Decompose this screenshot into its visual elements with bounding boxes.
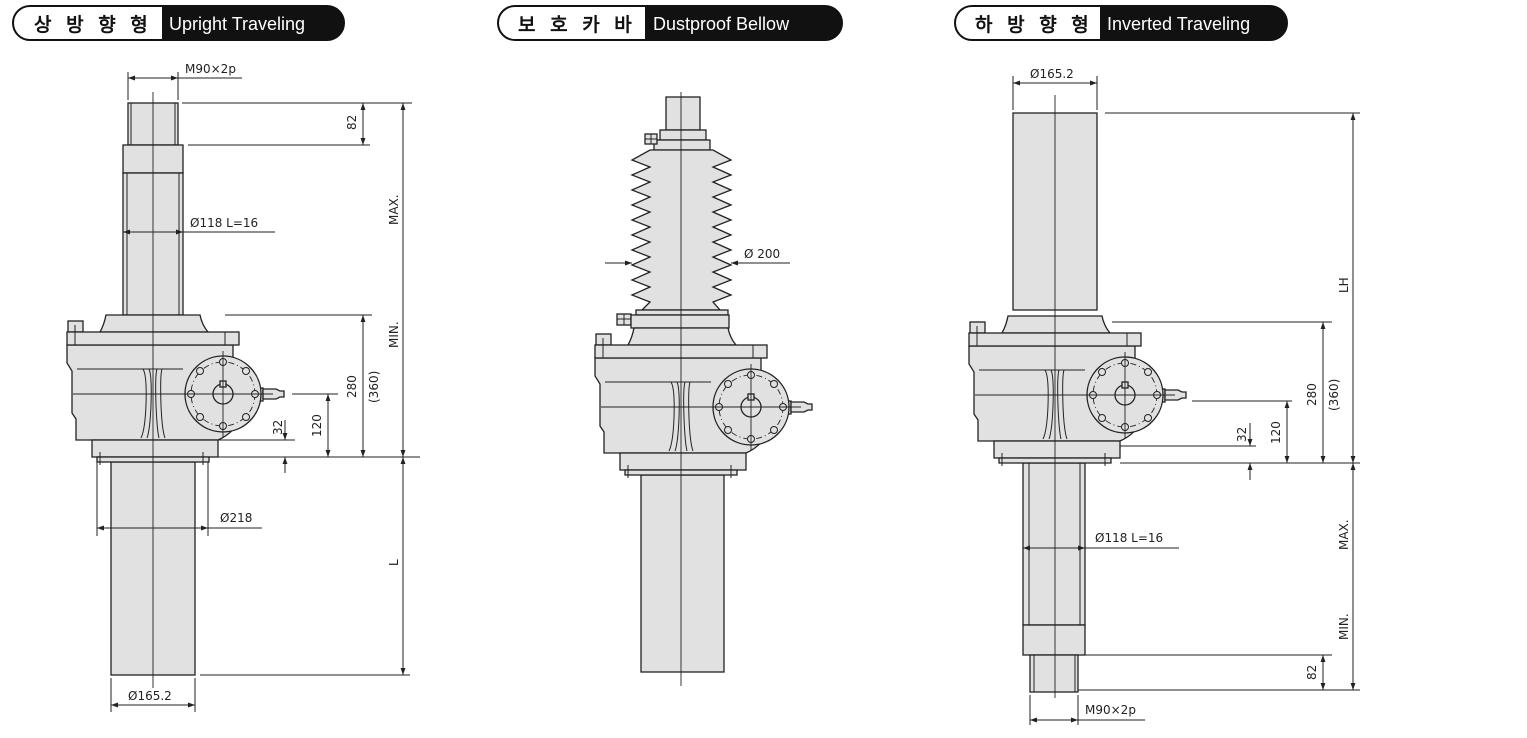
header-inverted-traveling: 하 방 향 형 Inverted Traveling (954, 5, 1288, 41)
screw-end (1029, 654, 1079, 693)
dim-l: L (387, 559, 401, 566)
lower-tube (640, 474, 725, 673)
header-korean: 보 호 카 바 (518, 14, 636, 36)
dim-max: MAX. (387, 194, 401, 225)
dim-280: 280 (1305, 383, 1319, 406)
lifting-tube (1022, 462, 1086, 626)
dim-82: 82 (1305, 665, 1319, 680)
dim-82: 82 (345, 115, 359, 130)
worm-gearbox (66, 314, 285, 466)
header-korean: 하 방 향 형 (975, 14, 1093, 36)
header-english: Inverted Traveling (1107, 14, 1250, 34)
dim-max: MAX. (1337, 519, 1351, 550)
header-english: Upright Traveling (169, 14, 305, 34)
header-upright-traveling: 상 방 향 형 Upright Traveling (12, 5, 345, 41)
tube-diameter: Ø118 L=16 (1095, 531, 1163, 545)
dim-lh: LH (1337, 277, 1351, 293)
base-diameter: Ø165.2 (128, 689, 172, 703)
bellow-jack-drawing: Ø 200 (594, 92, 813, 686)
dim-120: 120 (310, 414, 324, 437)
upright-jack-drawing: M90×2p 82 MAX. MIN. Ø118 L=16 280 (360) … (66, 62, 420, 712)
dim-360: (360) (1327, 379, 1341, 411)
dim-360: (360) (367, 371, 381, 403)
screw-end (665, 96, 701, 131)
dim-280: 280 (345, 375, 359, 398)
bellow-diameter: Ø 200 (744, 247, 780, 261)
worm-gearbox (594, 327, 813, 479)
dim-min: MIN. (387, 321, 401, 348)
dim-32: 32 (1235, 427, 1249, 442)
dim-min: MIN. (1337, 613, 1351, 640)
tube-diameter: Ø118 L=16 (190, 216, 258, 230)
thread-dimension: M90×2p (1085, 703, 1136, 717)
worm-gearbox (968, 315, 1187, 467)
top-diameter: Ø165.2 (1030, 67, 1074, 81)
inverted-jack-drawing: Ø165.2 LH 280 (360) 120 32 MAX. MIN. 82 … (968, 67, 1360, 725)
flange-diameter: Ø218 (220, 511, 252, 525)
header-dustproof-bellow: 보 호 카 바 Dustproof Bellow (497, 5, 843, 41)
nut-collar (1022, 624, 1086, 656)
header-english: Dustproof Bellow (653, 14, 790, 34)
dim-32: 32 (271, 420, 285, 435)
dim-120: 120 (1269, 421, 1283, 444)
header-korean: 상 방 향 형 (34, 14, 152, 36)
thread-dimension: M90×2p (185, 62, 236, 76)
dustproof-bellow (630, 149, 733, 311)
